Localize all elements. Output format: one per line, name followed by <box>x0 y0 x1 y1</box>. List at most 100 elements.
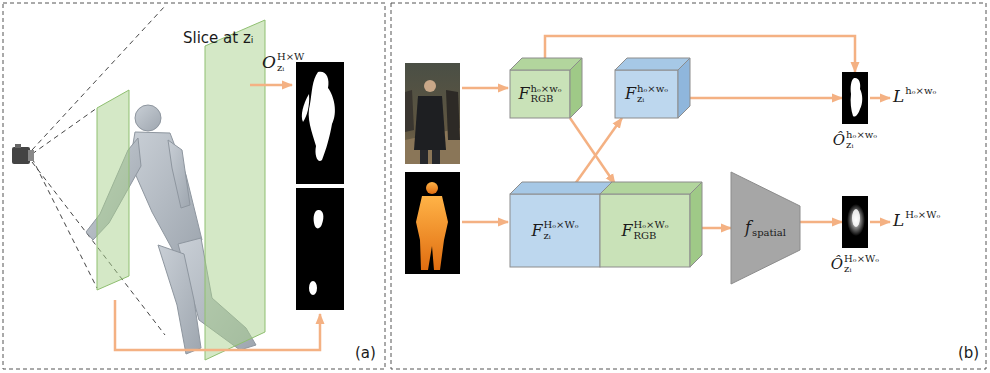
superscript: hₒ×wₒ <box>905 86 936 97</box>
math-expression: LHₒ×Wₒ <box>893 210 940 231</box>
panel-label: (a) <box>355 343 376 362</box>
math-base: f <box>745 220 751 236</box>
superscript: Hₒ×Wₒ <box>634 220 669 231</box>
mask-blob <box>847 204 865 236</box>
math-base: Ô <box>831 257 843 272</box>
math-scripts: hₒ×wₒRGB <box>531 84 562 105</box>
cuboid-side <box>570 58 582 118</box>
illustration-shape <box>130 132 202 256</box>
illustration-shape <box>115 300 320 350</box>
mask-ground <box>842 72 868 124</box>
subscript <box>905 97 936 107</box>
illustration-shape <box>405 90 414 132</box>
flow-arrow <box>690 97 842 100</box>
feature-cuboid: FHₒ×WₒRGB <box>600 182 702 267</box>
illustration-shape <box>3 3 385 369</box>
superscript: Hₒ×Wₒ <box>544 220 579 231</box>
math-expression: Fhₒ×wₒzᵢ <box>625 84 668 105</box>
math-scripts: Hₒ×Wₒ <box>905 210 940 231</box>
cuboid-top <box>615 58 690 70</box>
flow-arrow <box>575 118 622 184</box>
text-holder: Fhₒ×wₒRGB <box>510 70 570 118</box>
math-base: O <box>262 54 276 71</box>
illustration-shape <box>416 196 448 270</box>
panel-label-text: (b) <box>958 344 979 362</box>
superscript: Hₒ×Wₒ <box>905 210 940 221</box>
illustration-shape <box>12 147 30 164</box>
mask-output: Ôhₒ×wₒzᵢ <box>842 72 868 124</box>
math-expression: FHₒ×WₒRGB <box>621 220 668 241</box>
cuboid-side <box>690 182 702 267</box>
illustration-shape <box>424 80 436 92</box>
mask-image <box>842 196 868 248</box>
superscript: hₒ×wₒ <box>846 130 877 141</box>
math-expression: FHₒ×Wₒzᵢ <box>531 220 578 241</box>
subscript: zᵢ <box>544 231 579 242</box>
math-scripts: Hₒ×WₒRGB <box>634 220 669 241</box>
illustration-shape <box>414 96 446 150</box>
superscript: H×W <box>277 52 304 63</box>
illustration-shape <box>168 140 190 208</box>
flow-arrow <box>800 221 842 224</box>
illustration-shape <box>446 90 460 140</box>
feature-cuboid: Fhₒ×wₒzᵢ <box>615 58 690 118</box>
trapezoid <box>731 172 800 284</box>
panel-label-text: (a) <box>355 344 376 362</box>
superscript: Hₒ×Wₒ <box>844 254 879 265</box>
mask-ground <box>842 196 868 248</box>
feature-cuboid: FHₒ×Wₒzᵢ <box>510 182 600 267</box>
slice-label: Slice at zᵢ <box>183 28 254 47</box>
subscript: zᵢ <box>637 94 668 105</box>
illustration-shape <box>391 3 986 369</box>
illustration-shape <box>97 90 129 290</box>
math-base: Ô <box>833 133 845 148</box>
math-base: F <box>531 223 542 239</box>
subscript: RGB <box>634 231 669 242</box>
mask-blob <box>851 78 863 117</box>
subscript: zᵢ <box>846 140 877 151</box>
illustration-shape <box>309 281 317 295</box>
math-base: F <box>621 223 632 239</box>
text-holder: Fhₒ×wₒzᵢ <box>615 70 678 118</box>
cuboid-top <box>600 182 702 194</box>
math-scripts: Hₒ×Wₒzᵢ <box>544 220 579 241</box>
math-scripts: hₒ×wₒzᵢ <box>846 130 877 151</box>
superscript: hₒ×wₒ <box>637 84 668 95</box>
mask-blob <box>852 209 860 227</box>
spatial-network: fspatial <box>731 172 800 284</box>
math-expression: ÔHₒ×Wₒzᵢ <box>831 254 879 275</box>
feature-cuboid: Fhₒ×wₒRGB <box>510 58 582 118</box>
illustration-shape <box>426 182 438 194</box>
occupancy-label: OH×Wzᵢ <box>262 52 304 73</box>
superscript <box>752 218 786 228</box>
math-scripts: hₒ×wₒ <box>905 86 936 107</box>
slice-label-text: Slice at zᵢ <box>183 29 254 47</box>
math-base: F <box>625 86 636 102</box>
cuboid-front <box>600 194 690 267</box>
math-scripts: Hₒ×Wₒzᵢ <box>844 254 879 275</box>
cuboid-front <box>510 70 570 118</box>
illustration-shape <box>420 150 428 164</box>
superscript: hₒ×wₒ <box>531 84 562 95</box>
illustration-shape <box>302 94 309 122</box>
text-holder: Ôhₒ×wₒzᵢ <box>792 127 918 153</box>
subscript: zᵢ <box>844 264 879 275</box>
mask-output: ÔHₒ×Wₒzᵢ <box>842 196 868 248</box>
illustration-shape <box>870 221 890 224</box>
text-holder: fspatial <box>731 172 800 284</box>
flow-arrow <box>545 36 855 72</box>
math-scripts: spatial <box>752 218 786 239</box>
illustration-shape <box>32 158 97 288</box>
illustration-shape <box>462 221 508 224</box>
cuboid-front <box>510 194 600 267</box>
illustration-shape <box>158 245 201 354</box>
math-base: L <box>893 212 904 229</box>
text-holder: FHₒ×Wₒzᵢ <box>510 194 600 267</box>
math-expression: fspatial <box>745 218 786 239</box>
illustration-shape <box>405 63 460 164</box>
math-scripts: H×Wzᵢ <box>277 52 304 73</box>
mask-image <box>842 72 868 124</box>
text-holder: ÔHₒ×Wₒzᵢ <box>792 251 918 277</box>
